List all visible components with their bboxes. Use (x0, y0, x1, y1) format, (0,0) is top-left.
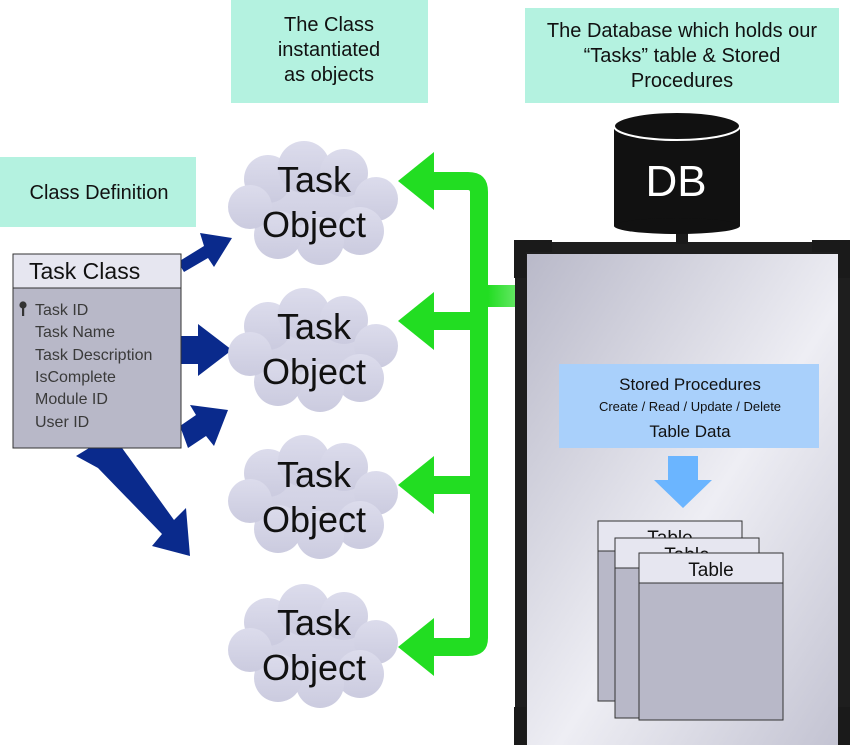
caption-database-line-1: The Database which holds our (547, 20, 817, 42)
stored-procedures-title: Stored Procedures (619, 375, 761, 394)
caption-database-line-2: “Tasks” table & Stored (584, 45, 781, 67)
task-class-field-3: Task Description (35, 347, 152, 364)
green-arrow-3 (398, 456, 434, 514)
task-object-2-line-2: Object (262, 351, 366, 392)
caption-instantiated-line-3: as objects (284, 64, 374, 86)
table-3-label: Table (688, 560, 733, 581)
task-class-field-4: IsComplete (35, 369, 116, 386)
task-object-3-line-1: Task (277, 454, 352, 495)
caption-class-definition-text: Class Definition (30, 182, 169, 204)
navy-arrow-1 (178, 233, 232, 272)
green-bus (398, 152, 488, 676)
caption-instantiated-line-1: The Class (284, 14, 374, 36)
table-data-label: Table Data (649, 422, 731, 441)
stored-procedures-box: Stored Procedures Create / Read / Update… (559, 364, 819, 448)
task-object-1: Task Object (228, 141, 398, 265)
blue-down-arrow (654, 456, 712, 508)
task-object-2-line-1: Task (277, 306, 352, 347)
table-stack: Table Table Table (597, 520, 784, 721)
task-object-2: Task Object (228, 288, 398, 412)
task-object-4: Task Object (228, 584, 398, 708)
db-cylinder-icon: DB (613, 111, 741, 234)
task-object-1-line-2: Object (262, 204, 366, 245)
task-object-3: Task Object (228, 435, 398, 559)
key-icon (19, 301, 27, 316)
task-class-box: Task Class Task ID Task Name Task Descri… (12, 253, 182, 449)
caption-database: The Database which holds our “Tasks” tab… (525, 8, 839, 103)
table-3: Table (638, 552, 784, 721)
task-class-field-5: Module ID (35, 391, 108, 408)
task-object-4-line-2: Object (262, 647, 366, 688)
task-class-field-1: Task ID (35, 302, 88, 319)
navy-arrow-3 (180, 405, 228, 448)
navy-arrow-4 (76, 434, 190, 556)
task-class-title: Task Class (29, 258, 140, 284)
caption-instantiated-line-2: instantiated (278, 39, 380, 61)
green-arrow-4 (398, 618, 434, 676)
green-arrow-2 (398, 292, 434, 350)
caption-class-definition: Class Definition (0, 157, 196, 227)
caption-database-line-3: Procedures (631, 70, 733, 92)
green-bus-main (432, 172, 488, 656)
db-label: DB (645, 157, 706, 206)
task-object-4-line-1: Task (277, 602, 352, 643)
task-object-3-line-2: Object (262, 499, 366, 540)
stored-procedures-operations: Create / Read / Update / Delete (599, 399, 781, 414)
instantiate-arrows (76, 233, 232, 556)
task-class-field-6: User ID (35, 414, 89, 431)
green-arrow-1 (398, 152, 434, 210)
navy-arrow-2 (180, 324, 232, 376)
task-object-1-line-1: Task (277, 159, 352, 200)
caption-instantiated: The Class instantiated as objects (231, 0, 428, 103)
task-class-field-2: Task Name (35, 324, 115, 341)
